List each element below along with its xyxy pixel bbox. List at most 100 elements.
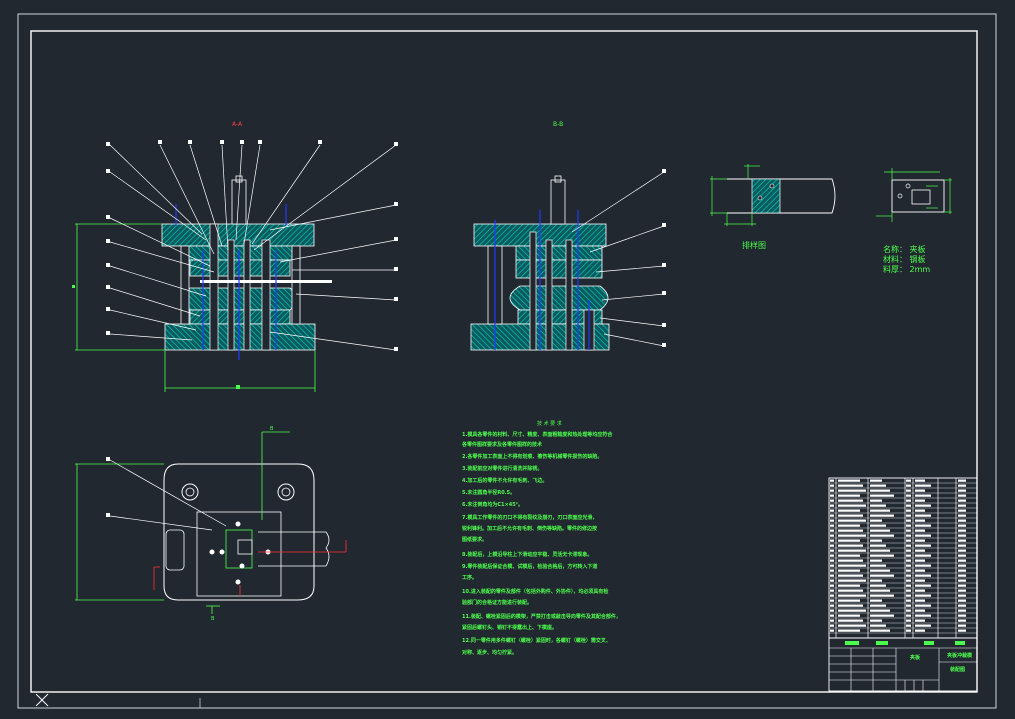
parts-list-cell-text xyxy=(870,579,882,582)
parts-list-cell-text xyxy=(870,564,886,567)
parts-list-cell-text xyxy=(958,549,966,552)
punch-1 xyxy=(209,223,219,351)
parts-list-cell-text xyxy=(870,584,886,587)
parts-list-cell-text xyxy=(838,609,866,612)
parts-list-cell-text xyxy=(830,504,834,507)
parts-list-cell-text xyxy=(838,519,866,522)
parts-list-cell-text xyxy=(830,604,834,607)
elastic-element xyxy=(182,287,298,311)
die-shank xyxy=(231,179,247,225)
parts-list-cell-text xyxy=(906,524,911,527)
parts-list-cell-text xyxy=(830,624,834,627)
parts-list-cell-text xyxy=(915,539,925,542)
punch-4 xyxy=(261,239,271,351)
parts-list-cell-text xyxy=(906,479,911,482)
parts-list-cell-text xyxy=(870,529,890,532)
parts-list-cell-text xyxy=(870,514,894,517)
parts-list-cell-text xyxy=(915,494,931,497)
parts-list-cell-text xyxy=(870,504,886,507)
parts-list-cell-text xyxy=(838,529,863,532)
parts-list-cell-text xyxy=(870,509,890,512)
parts-list-cell-text xyxy=(958,509,966,512)
tech-req-line: 12.同一零件用多件螺钉（螺栓）紧固时，各螺钉（螺栓）需交叉、 xyxy=(462,637,611,644)
tech-req-line: 5.未注圆角半径R0.5。 xyxy=(462,489,515,496)
parts-list-cell-text xyxy=(838,554,860,557)
tech-req-line: 紧固后螺钉头、销钉不得露出上、下模座。 xyxy=(462,624,557,631)
parts-list-cell-text xyxy=(870,549,890,552)
punch-2 xyxy=(227,239,235,351)
section-a-label: A-A xyxy=(232,121,243,128)
parts-list-cell-text xyxy=(906,499,911,502)
parts-list-cell-text xyxy=(838,599,860,602)
parts-list-cell-text xyxy=(870,484,886,487)
upper-die-plate xyxy=(161,223,315,247)
parts-list-cell-text xyxy=(870,559,882,562)
parts-list-cell-text xyxy=(870,534,894,537)
parts-list-cell-text xyxy=(915,624,931,627)
tech-req-line: 工序。 xyxy=(462,574,477,581)
dimensions-plan xyxy=(75,431,290,614)
die-block xyxy=(189,309,291,325)
parts-list-cell-text xyxy=(906,569,911,572)
parts-list-cell-text xyxy=(906,604,911,607)
parts-list-cell-text xyxy=(830,489,834,492)
strip-layout-label: 排样图 xyxy=(742,240,766,250)
parts-list-cell-text xyxy=(915,499,925,502)
die-shank-b xyxy=(550,179,566,225)
parts-list-cell-text xyxy=(958,559,966,562)
section-b-label: B-B xyxy=(553,121,563,128)
parts-list-cell-text xyxy=(915,569,925,572)
parts-list-cell-text xyxy=(870,624,886,627)
parts-list-cell-text xyxy=(838,539,860,542)
title-block: 夹板 夹板冲裁模 装配图 xyxy=(828,637,978,692)
tech-req-line: 对称、逐步、均匀拧紧。 xyxy=(462,649,517,656)
technical-requirements: 技 术 要 求 1.模具各零件的材料、尺寸、精度、表面粗糙度和热处理等均应符合 … xyxy=(461,420,621,656)
parts-list-cell-text xyxy=(958,604,966,607)
parts-list-cell-text xyxy=(906,514,911,517)
parts-list-cell-text xyxy=(958,484,966,487)
parts-list-cell-text xyxy=(830,514,834,517)
part-material: 材料： 钢板 xyxy=(883,254,926,264)
parts-list-cell-text xyxy=(870,569,890,572)
parts-list-cell-text xyxy=(906,574,911,577)
parts-list-cell-text xyxy=(906,629,911,632)
parts-list-cell-text xyxy=(830,584,834,587)
punch-3 xyxy=(243,239,251,351)
parts-list-cell-text xyxy=(915,544,931,547)
parts-list-cell-text xyxy=(958,579,966,582)
parts-list-cell-text xyxy=(830,559,834,562)
parts-list-cell-text xyxy=(958,494,966,497)
parts-list-cell-text xyxy=(838,484,863,487)
section-view-a: A-A xyxy=(72,121,398,392)
parts-list-cell-text xyxy=(915,629,925,632)
parts-list-cell-text xyxy=(906,504,911,507)
parts-list-cell-text xyxy=(958,519,966,522)
parts-list-cell-text xyxy=(915,554,931,557)
parts-list-cell-text xyxy=(906,559,911,562)
parts-list-cell-text xyxy=(906,564,911,567)
elastic-element-b xyxy=(509,285,609,311)
drawing-number: 装配图 xyxy=(949,666,965,673)
parts-list-cell-text xyxy=(915,594,931,597)
guide-post-right xyxy=(291,245,301,325)
parts-list-cell-text xyxy=(830,494,834,497)
parts-list-cell-text xyxy=(915,559,925,562)
parts-list-cell-text xyxy=(958,524,966,527)
parts-list-cell-text xyxy=(906,529,911,532)
parts-list-cell-text xyxy=(830,594,834,597)
parts-list-cell-text xyxy=(830,529,834,532)
parts-list-cell-text xyxy=(915,589,925,592)
parts-list-cell-text xyxy=(958,499,966,502)
tech-req-line: 2.各零件加工表面上不得有划痕、擦伤等机械零件损伤的缺陷。 xyxy=(462,453,602,460)
parts-list-cell-text xyxy=(958,554,966,557)
tech-req-line: 4.加工后的零件不允许有毛刺、飞边。 xyxy=(462,477,547,484)
parts-list-cell-text xyxy=(906,579,911,582)
parts-list-cell-text xyxy=(958,489,966,492)
parts-list-cell-text xyxy=(870,479,882,482)
strip-material xyxy=(200,280,332,283)
parts-list-cell-text xyxy=(915,534,931,537)
parts-list-cell-text xyxy=(915,609,925,612)
leader-tags-a xyxy=(106,140,398,351)
parts-list-cell-text xyxy=(958,624,966,627)
